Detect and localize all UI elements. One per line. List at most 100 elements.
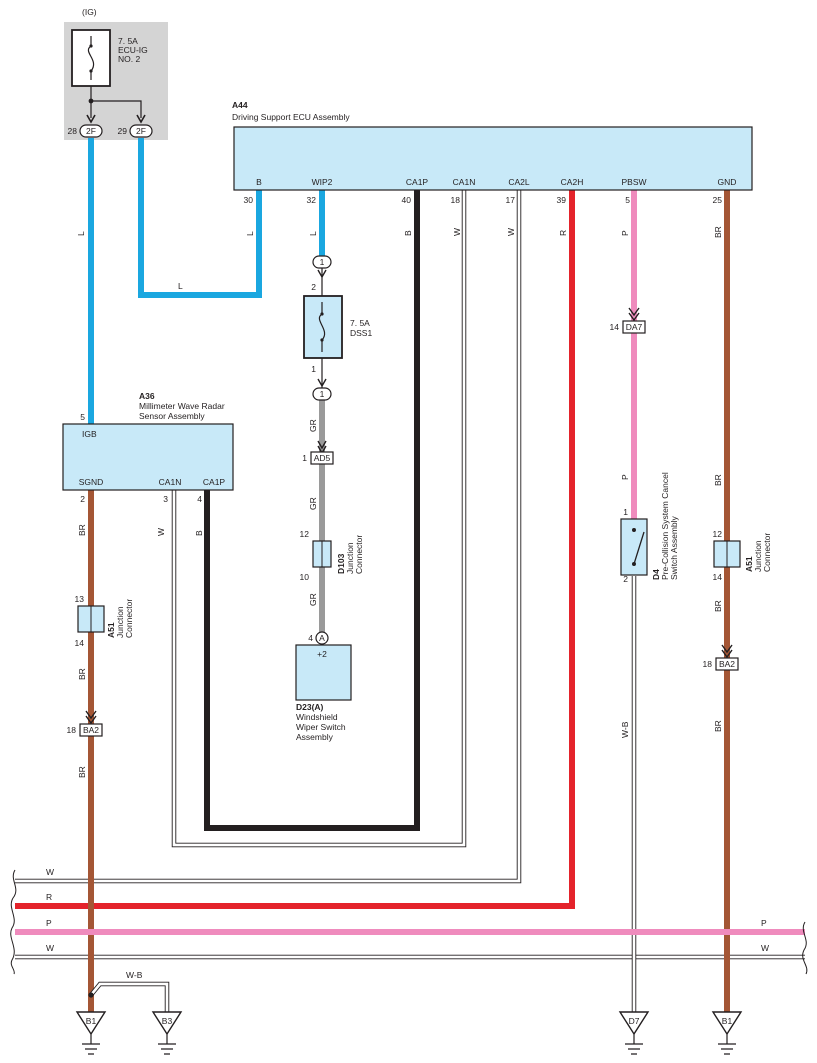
ground-d7: D7 <box>618 1011 650 1055</box>
ad5-label: AD5 <box>314 453 331 463</box>
ecu-pin: 32 <box>307 195 317 205</box>
connector-chevron <box>628 307 640 322</box>
pin-number: 18 <box>67 725 77 735</box>
wire-label: W-B <box>126 970 143 980</box>
connector-chevron <box>85 710 97 725</box>
wire-wb-b3 <box>89 982 169 1012</box>
pin-number: 12 <box>300 529 310 539</box>
wire-label: W-B <box>620 721 630 738</box>
a51-name: Junction <box>115 606 125 638</box>
wire-label: R <box>558 230 568 236</box>
a51-name: Junction <box>753 540 763 572</box>
radar-pin: 5 <box>80 412 85 422</box>
a51-name: Connector <box>124 599 134 638</box>
pin-number: 14 <box>75 638 85 648</box>
radar-pin: 4 <box>197 494 202 504</box>
wire-label: P <box>46 918 52 928</box>
pin-number: 14 <box>713 572 723 582</box>
ground-icon <box>82 1034 100 1055</box>
wire-label: BR <box>77 524 87 536</box>
pin-number: 10 <box>300 572 310 582</box>
ground-label: B1 <box>722 1016 733 1026</box>
wire-label: BR <box>77 668 87 680</box>
ecu-pin: 40 <box>402 195 412 205</box>
pcs-name: Switch Assembly <box>669 515 679 580</box>
fuse-terminal <box>89 44 93 48</box>
splice-dot <box>88 98 94 104</box>
ground-b1-left: B1 <box>75 1011 107 1055</box>
ground-label: B1 <box>86 1016 97 1026</box>
connector-ad5: AD5 1 <box>302 440 334 465</box>
wire-label: P <box>620 474 630 480</box>
fuse-name-line: 7. 5A <box>118 36 138 46</box>
wire-color-labels: L L L B W W R P BR GR GR GR BR BR BR W B… <box>46 226 769 980</box>
junction-a51-right: 12 14 A51 Junction Connector <box>713 529 772 582</box>
connector-label: 2F <box>136 126 146 136</box>
radar-name: Millimeter Wave Radar <box>139 401 225 411</box>
wire-black-ca1p <box>204 190 420 831</box>
wire-white-ca2l <box>15 190 521 883</box>
ecu-pin: 5 <box>625 195 630 205</box>
ecu-a44: A44 Driving Support ECU Assembly B WIP2 … <box>232 100 753 205</box>
d103-name: Junction <box>345 542 355 574</box>
ground-triangle <box>151 1011 183 1036</box>
ecu-pin: 30 <box>244 195 254 205</box>
wire-label: W <box>506 228 516 236</box>
power-label: (IG) <box>82 7 97 17</box>
ground-label: B3 <box>162 1016 173 1026</box>
fuse-name-line: 7. 5A <box>350 318 370 328</box>
connector-a-label: A <box>319 633 325 643</box>
connector-da7: DA7 14 <box>610 307 646 334</box>
connector-ba2-left: BA2 18 <box>67 710 103 737</box>
radar-box <box>62 423 234 491</box>
ground-label: D7 <box>629 1016 640 1026</box>
ecu-terminal-wip2: WIP2 <box>312 177 333 187</box>
pin-number: 1 <box>623 507 628 517</box>
switch-contact <box>632 528 636 532</box>
break-mark-right <box>802 921 808 975</box>
connector-chevron <box>317 378 327 388</box>
connector-ba2-right: BA2 18 <box>703 644 739 671</box>
fuse-block: (IG) 7. 5A ECU-IG NO. 2 2F 2F 28 29 <box>64 7 168 140</box>
connector-2f-right <box>129 124 153 138</box>
radar-name: Sensor Assembly <box>139 411 205 421</box>
da7-box <box>622 320 646 334</box>
connector-label: 2F <box>86 126 96 136</box>
pin-number: 12 <box>713 529 723 539</box>
splice-dot <box>88 992 94 998</box>
ad5-box <box>310 451 334 465</box>
ground-icon <box>158 1034 176 1055</box>
ecu-pin: 39 <box>557 195 567 205</box>
pcs-switch-d4: 1 2 D4 Pre-Collision System Cancel Switc… <box>620 472 679 584</box>
a51-name: Connector <box>762 533 772 572</box>
ecu-terminal-b: B <box>256 177 262 187</box>
connector-chevron <box>721 644 733 659</box>
wire-label: BR <box>713 720 723 732</box>
wire-label: L <box>178 281 183 291</box>
wire-label: L <box>308 231 318 236</box>
ba2-label: BA2 <box>719 659 735 669</box>
connector-2f-left <box>79 124 103 138</box>
wire-label: BR <box>713 600 723 612</box>
fuse-terminal <box>89 69 93 73</box>
ba2-label: BA2 <box>83 725 99 735</box>
a51-code: A51 <box>744 556 754 572</box>
ground-triangle <box>711 1011 743 1036</box>
wire-white-ca1n <box>172 190 466 847</box>
break-mark-left <box>10 869 17 975</box>
fuse-element <box>87 45 95 72</box>
d103-code: D103 <box>336 553 346 574</box>
connector-chevron <box>317 269 327 279</box>
connector-a-circle <box>315 631 329 645</box>
wire-label: P <box>620 230 630 236</box>
pcs-switch-box <box>620 518 648 576</box>
ecu-pin: 18 <box>451 195 461 205</box>
wires <box>10 138 808 1012</box>
radar-pin: 3 <box>163 494 168 504</box>
pcs-code: D4 <box>651 569 661 580</box>
wire-label: GR <box>308 593 318 606</box>
ecu-pin: 17 <box>506 195 516 205</box>
connector-label: 1 <box>320 257 325 267</box>
radar-terminal-sgnd: SGND <box>79 477 104 487</box>
